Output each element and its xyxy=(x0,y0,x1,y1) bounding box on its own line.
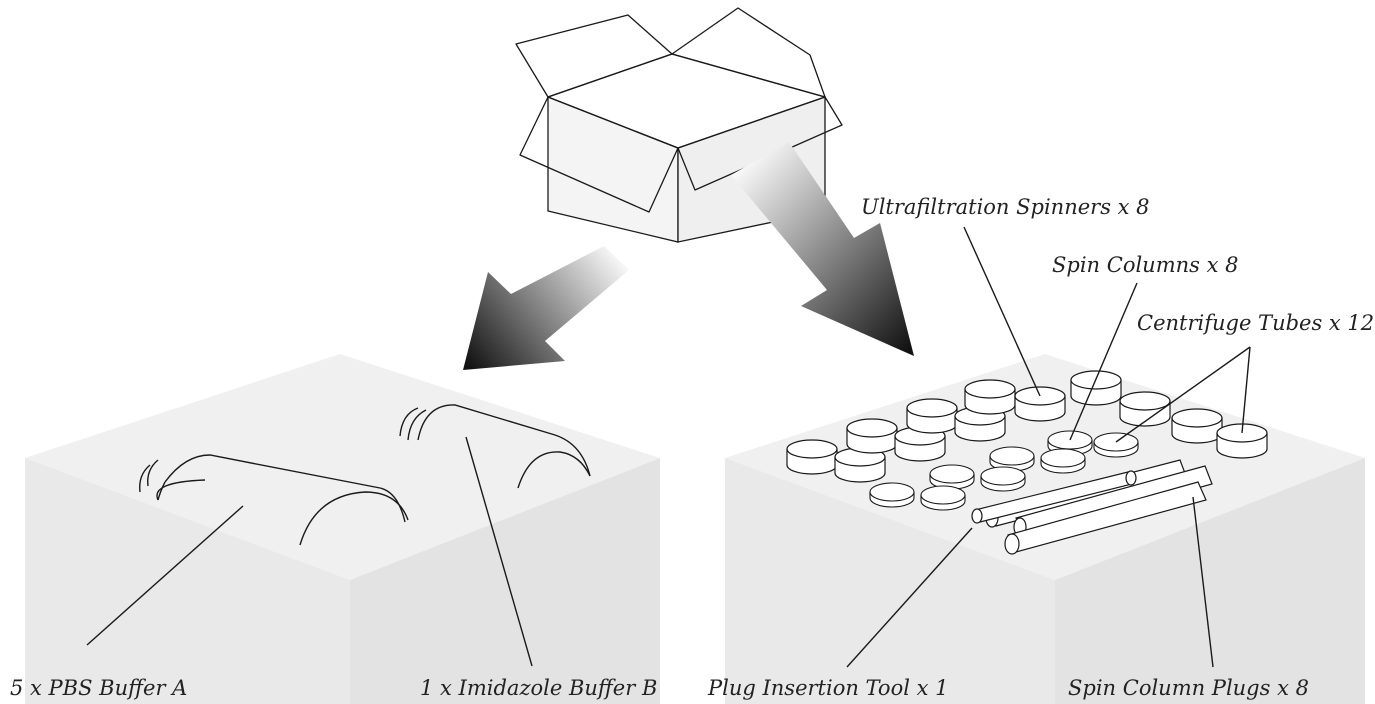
pbs-buffer-bottle xyxy=(139,454,409,546)
plug-insertion-tool xyxy=(971,470,1137,524)
leader-lines xyxy=(86,226,1251,668)
centrifuge-tubes xyxy=(1070,370,1268,459)
ultrafiltration-spinners xyxy=(786,379,1066,483)
arrow-right xyxy=(731,142,914,356)
label-imidazole-buffer: 1 x Imidazole Buffer B xyxy=(420,676,658,700)
arrow-left xyxy=(463,246,629,370)
spin-columns xyxy=(869,430,1139,511)
label-spin-columns: Spin Columns x 8 xyxy=(1052,253,1239,277)
label-spin-column-plugs: Spin Column Plugs x 8 xyxy=(1068,676,1309,700)
label-pbs-buffer: 5 x PBS Buffer A xyxy=(10,676,188,700)
imidazole-buffer-bottle xyxy=(399,404,591,489)
label-centrifuge-tubes: Centrifuge Tubes x 12 xyxy=(1137,311,1375,335)
label-ultrafiltration-spinners: Ultrafiltration Spinners x 8 xyxy=(861,195,1150,219)
left-tray xyxy=(25,354,660,704)
label-plug-insertion-tool: Plug Insertion Tool x 1 xyxy=(708,676,949,700)
